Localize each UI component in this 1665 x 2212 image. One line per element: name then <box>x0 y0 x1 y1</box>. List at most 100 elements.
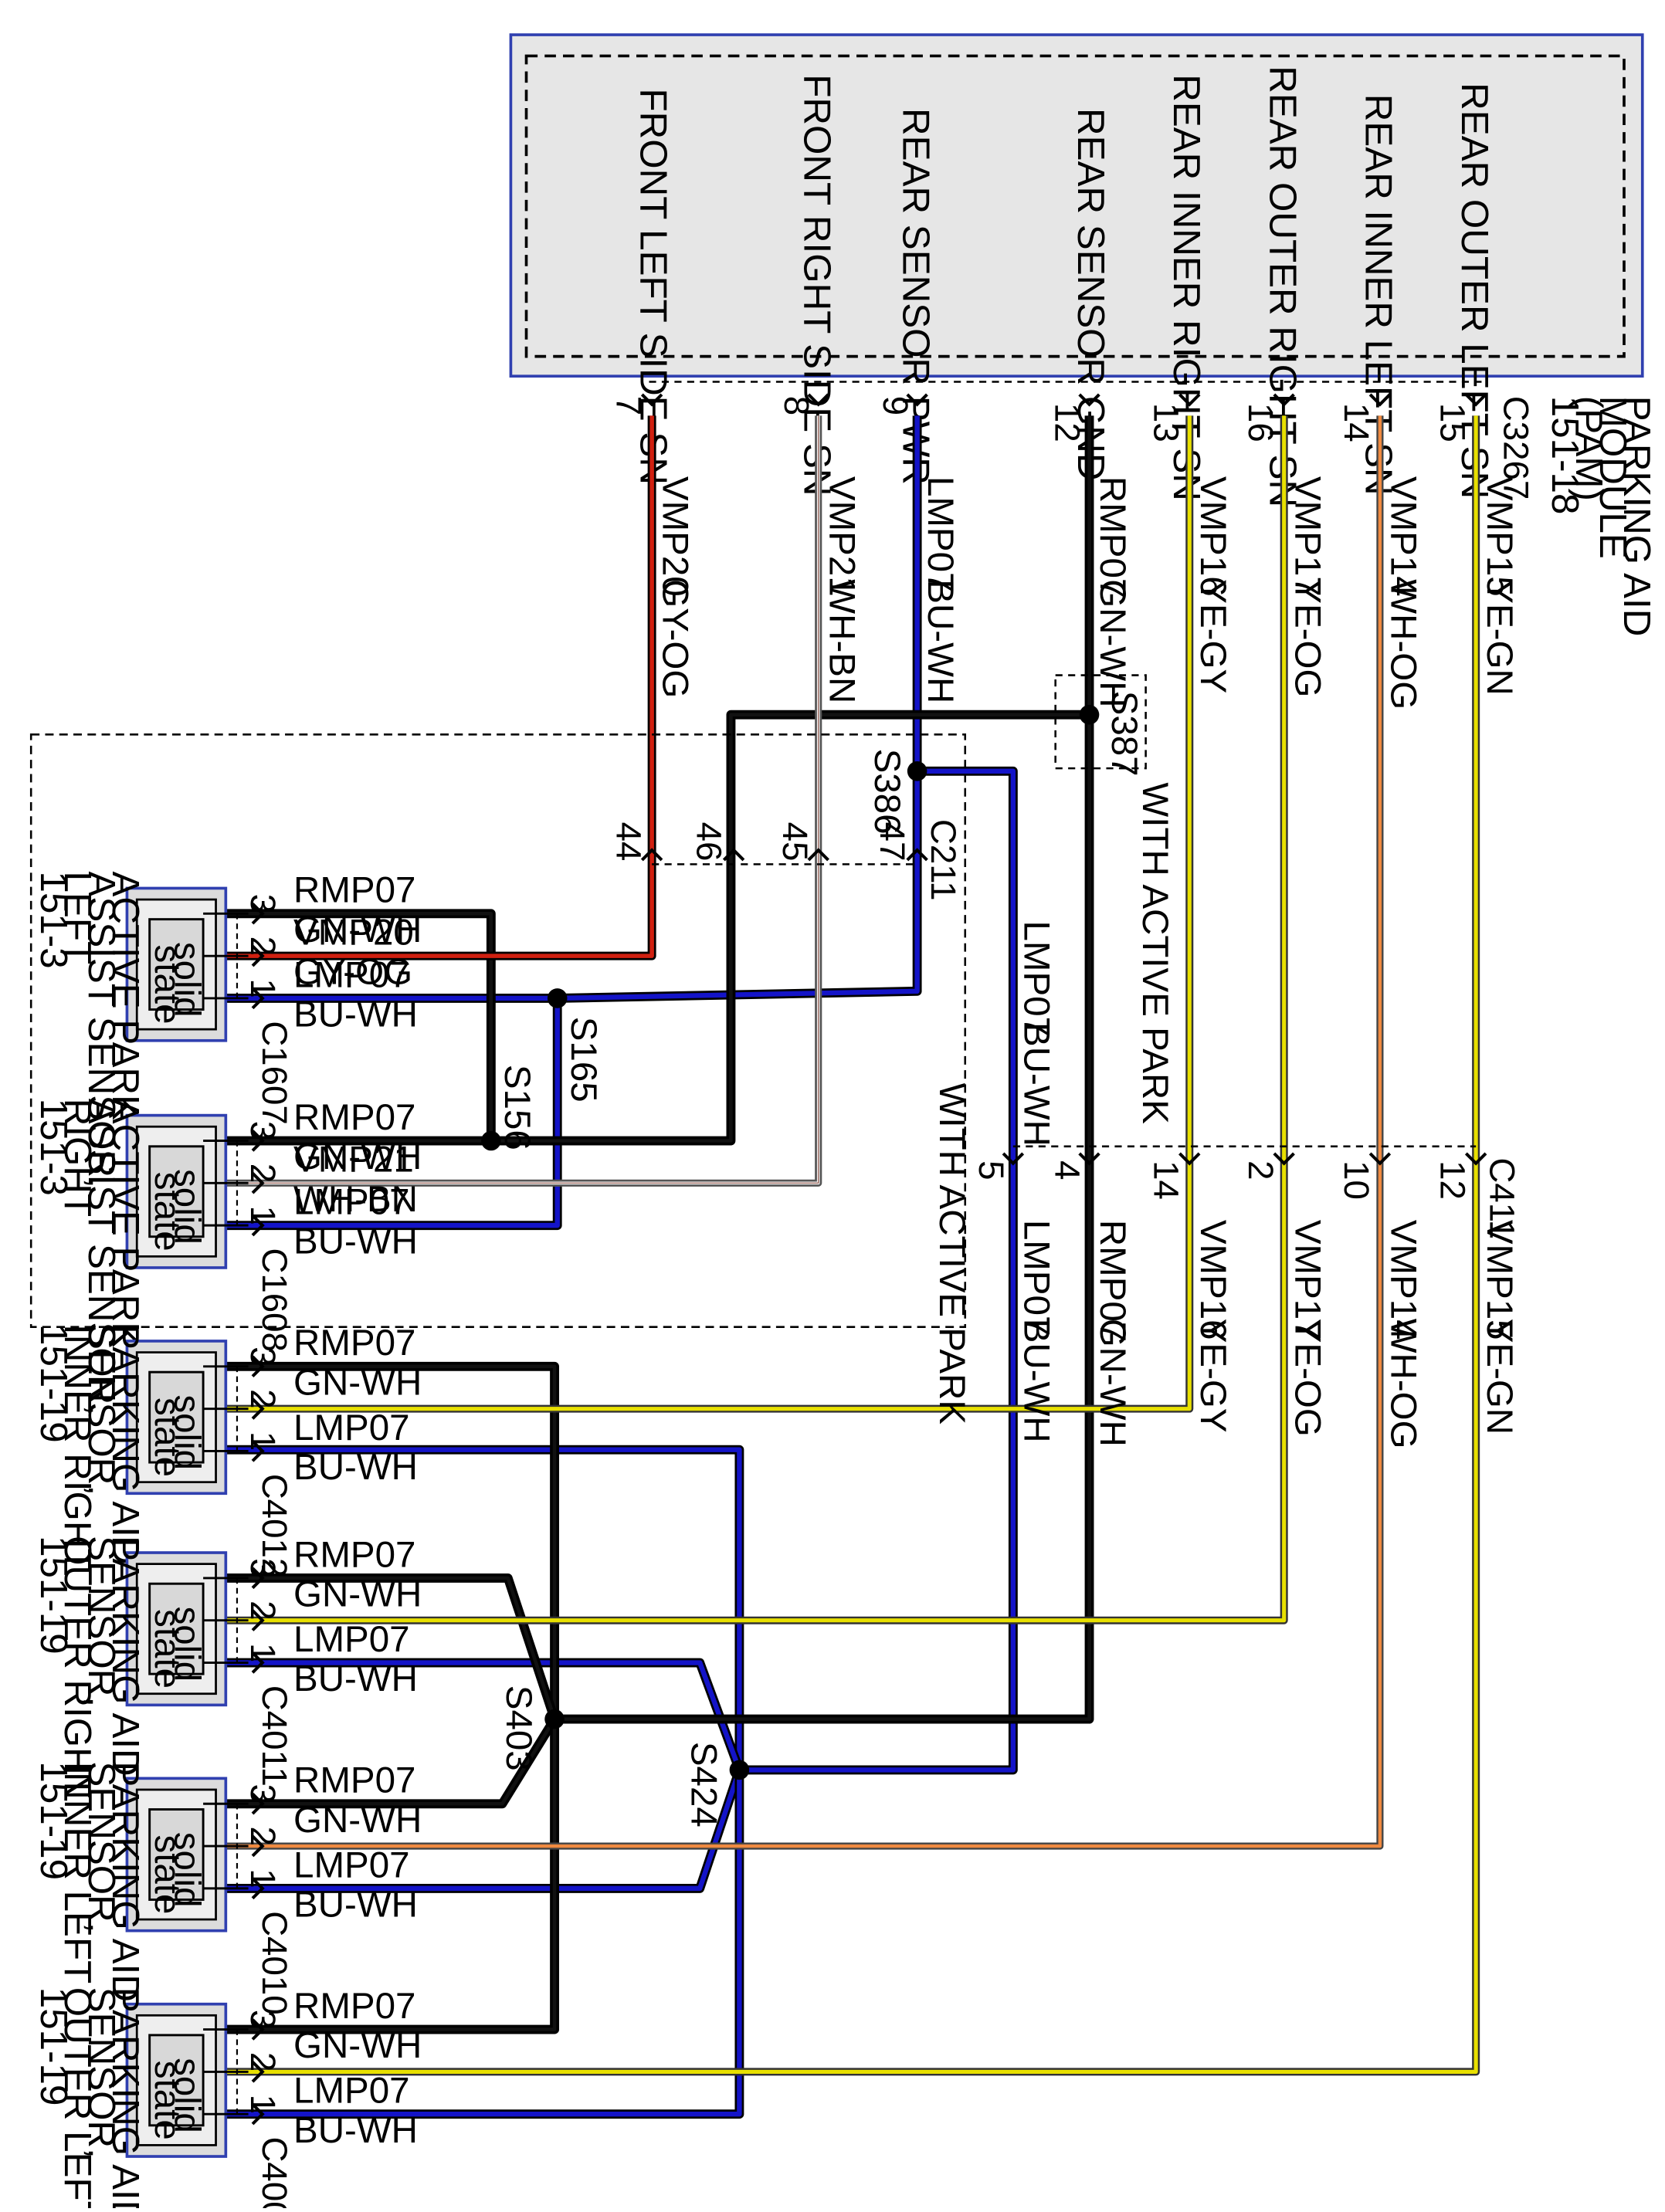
with-active-park-label-2: WITH ACTIVE PARK <box>931 1083 972 1425</box>
wire-vmp17 <box>226 415 1287 1623</box>
splice-s156-dot <box>481 1130 501 1151</box>
c3267-pin-16: 16 <box>1241 403 1280 442</box>
solid-state-label: solid <box>167 1394 208 1470</box>
c211-pin-45: 45 <box>775 822 815 862</box>
sensor-wire-circuit: LMP07 <box>293 1407 410 1448</box>
wire-vmp14 <box>226 415 1382 1848</box>
wl-rmp07: RMP07 <box>1092 476 1133 598</box>
sensor-name-line: ACTIVE PARK <box>104 1099 147 1348</box>
module-name-line-4: 151-18 <box>1544 396 1586 515</box>
wl-c411-lmp07: LMP07 <box>1016 1220 1056 1336</box>
sensor-name-line: SENSOR, <box>80 1987 123 2159</box>
wl-vmp20: VMP20 <box>655 476 696 597</box>
s403-label: S403 <box>498 1685 539 1771</box>
wl-c411-ye-og: YE-OG <box>1287 1319 1328 1437</box>
wl-wh-bn: WH-BN <box>821 579 862 703</box>
wire-lmp07-c4009 <box>226 1770 742 2117</box>
c211-pin-44: 44 <box>609 822 648 862</box>
sensor-pin-3: 3 <box>243 894 283 913</box>
wire-rmp07-s387-to-s156 <box>490 713 1090 1143</box>
sensor-wire-circuit: VMP20 <box>293 913 414 954</box>
wire-vmp15 <box>226 415 1478 2074</box>
sensor-name-line: SENSOR, <box>80 1761 123 1933</box>
with-active-park-label-1: WITH ACTIVE PARK <box>1134 782 1175 1124</box>
module-name-line-1: PARKING AID <box>1616 396 1658 637</box>
wire-vmp16 <box>226 415 1192 1411</box>
sensor-name-line: INNER RIGHT <box>56 1324 99 1572</box>
wire-lmp07-pam-to-s165-outline <box>557 415 922 1003</box>
solid-state-label: solid <box>167 2058 208 2133</box>
c211-pin-47: 47 <box>873 822 912 862</box>
c411-connector: 5 4 14 2 10 12 C411 <box>972 1145 1521 1239</box>
sensor-wire-color: BU-WH <box>293 1447 418 1488</box>
c3267-pin-15: 15 <box>1433 403 1472 442</box>
s424-label: S424 <box>683 1742 724 1828</box>
wl-c411-vmp16: VMP16 <box>1192 1220 1233 1340</box>
wire-vmp20 <box>226 415 654 958</box>
solid-state-box <box>148 1370 205 1464</box>
sensor-name-line: 151-19 <box>32 1324 75 1443</box>
sensor-wire-circuit: RMP07 <box>293 1760 415 1801</box>
wl-lmp07: LMP07 <box>920 476 961 593</box>
sensor-wire-color: GY-OG <box>293 952 412 993</box>
sensor-name-line: SENSOR, <box>80 1536 123 1707</box>
sensor-pin-3: 3 <box>243 1784 283 1804</box>
sensor-wire-color: GN-WH <box>293 1800 422 1841</box>
sensor-pin-1: 1 <box>243 1431 283 1451</box>
c3267-pin-13: 13 <box>1147 403 1186 442</box>
wl-lmp07-mid: LMP07 <box>1016 920 1056 1037</box>
solid-state-box <box>148 918 205 1011</box>
sensor-name-line: RIGHT <box>56 1099 99 1217</box>
wl-vmp16: VMP16 <box>1192 476 1233 597</box>
sensor-pin-2: 2 <box>243 1389 283 1408</box>
s156-label: S156 <box>497 1065 537 1150</box>
sensor-connector-c4012: C4012 <box>255 1474 294 1578</box>
wire-rmp07-c4011 <box>226 1576 557 1720</box>
wl-vmp17: VMP17 <box>1287 476 1328 597</box>
sensor-name-line: ACTIVE PARK <box>104 872 147 1121</box>
solid-state-box <box>148 1582 205 1675</box>
sensor-pin-1: 1 <box>243 978 283 998</box>
solid-state-label: state <box>147 1172 188 1252</box>
c3267-pin-8: 8 <box>777 396 816 415</box>
sensor-name-line: 151-3 <box>32 1099 75 1196</box>
c411-pin-14: 14 <box>1147 1160 1186 1200</box>
solid-state-label: state <box>147 945 188 1025</box>
sensor-pin-3: 3 <box>243 2010 283 2029</box>
wire-vmp21-center <box>226 415 819 1184</box>
sensor-name-line: LEFT <box>56 872 99 965</box>
c211-pin-46: 46 <box>690 822 729 862</box>
sensor-pin-2: 2 <box>243 2052 283 2071</box>
wire-vmp20-outline <box>226 415 656 960</box>
sensor-wire-color: BU-WH <box>293 994 418 1035</box>
wire-rmp07-c4009 <box>226 1719 557 2031</box>
solid-state-label: state <box>147 1834 188 1914</box>
sensor-name-line: OUTER LEFT <box>56 1987 99 2208</box>
sensor-wire-circuit: LMP07 <box>293 1844 410 1885</box>
solid-state-label: state <box>147 2061 188 2140</box>
sensor-wire-circuit: LMP07 <box>293 1619 410 1660</box>
splices: S165 S156 S403 S424 <box>481 704 1100 1828</box>
parking-aid-module: FRONT LEFT SIDE SN FRONT RIGHT SIDE SN R… <box>509 33 1658 637</box>
module-box <box>509 33 1644 378</box>
wl-c411-vmp14: VMP14 <box>1383 1220 1424 1340</box>
c3267-pin-12: 12 <box>1048 403 1087 442</box>
wl-gy-og: GY-OG <box>655 579 696 698</box>
c211-label: C211 <box>924 819 963 901</box>
wire-lmp07-pam-to-s165 <box>557 415 920 1001</box>
c3267-label: C3267 <box>1497 396 1536 500</box>
sensor-name-line: 151-19 <box>32 1987 75 2106</box>
sensor-connector-c4009: C4009 <box>255 2136 294 2208</box>
sensor-name-line: PARKING AID <box>104 1761 147 2002</box>
wl-ye-og: YE-OG <box>1287 579 1328 697</box>
c411-pin-12: 12 <box>1433 1160 1472 1200</box>
wl-vmp21: VMP21 <box>821 476 862 597</box>
sensor-pin-1: 1 <box>243 1643 283 1662</box>
sensor-wire-color: GN-WH <box>293 1362 422 1403</box>
wl-c411-ye-gn: YE-GN <box>1479 1319 1520 1435</box>
sensor-wire-circuit: RMP07 <box>293 1534 415 1575</box>
